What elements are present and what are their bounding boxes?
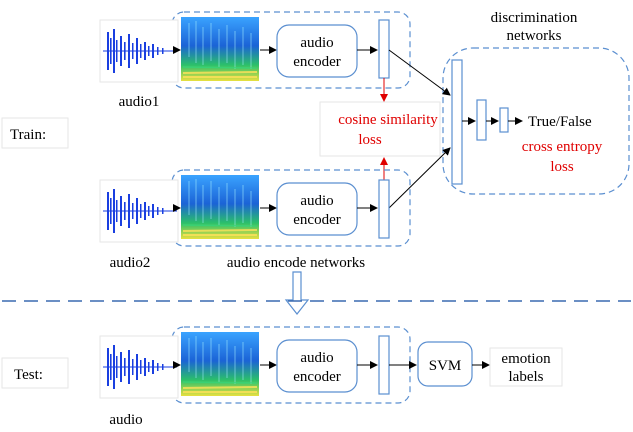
discrimination-frame [442,47,630,195]
embedding-bar-top [378,19,390,79]
train-label: Train: [10,127,46,143]
discrimination-label-line1: discrimination [491,10,578,26]
audio1-label: audio1 [119,94,160,110]
encoder-label-line1: audio [300,350,333,366]
embedding-bar-test [378,335,390,395]
emotion-labels-box [489,347,563,387]
spectrogram-icon [180,331,260,397]
audio-encoder-box-test [276,339,358,393]
transfer-arrow [284,271,310,315]
arrow-top-to-disc [388,49,451,96]
cosine-loss-box [319,101,441,157]
cross-entropy-label-line1: cross entropy [522,139,603,155]
disc-layer-2 [476,99,487,141]
true-false-label: True/False [528,114,592,130]
spectrogram-icon [180,174,260,240]
test-label: Test: [14,367,43,383]
disc-layer-3 [499,107,509,133]
cross-entropy-label-line2: loss [550,159,574,175]
encoder-label-line2: encoder [293,369,340,385]
audio-encoder-box-top [276,24,358,78]
audio-label: audio [109,412,142,428]
emotion-label-line2: labels [509,369,544,385]
disc-layer-1 [451,59,463,185]
encode-networks-label: audio encode networks [227,255,365,271]
arrow-bottom-to-disc [388,147,451,209]
audio-encoder-box-bottom [276,182,358,236]
cosine-label-line1: cosine similarity [338,112,438,128]
audio2-label: audio2 [110,255,151,271]
embedding-bar-bottom [378,179,390,239]
cosine-label-line2: loss [358,132,382,148]
svm-box [417,341,473,387]
encoder-label-line2: encoder [293,54,340,70]
svm-label: SVM [429,358,462,374]
encoder-label-line1: audio [300,193,333,209]
train-label-box [1,117,69,149]
encoder-label-line2: encoder [293,212,340,228]
emotion-label-line1: emotion [501,351,551,367]
spectrogram-icon [180,16,260,82]
test-label-box [1,357,69,389]
encoder-label-line1: audio [300,35,333,51]
discrimination-label-line2: networks [507,28,562,44]
